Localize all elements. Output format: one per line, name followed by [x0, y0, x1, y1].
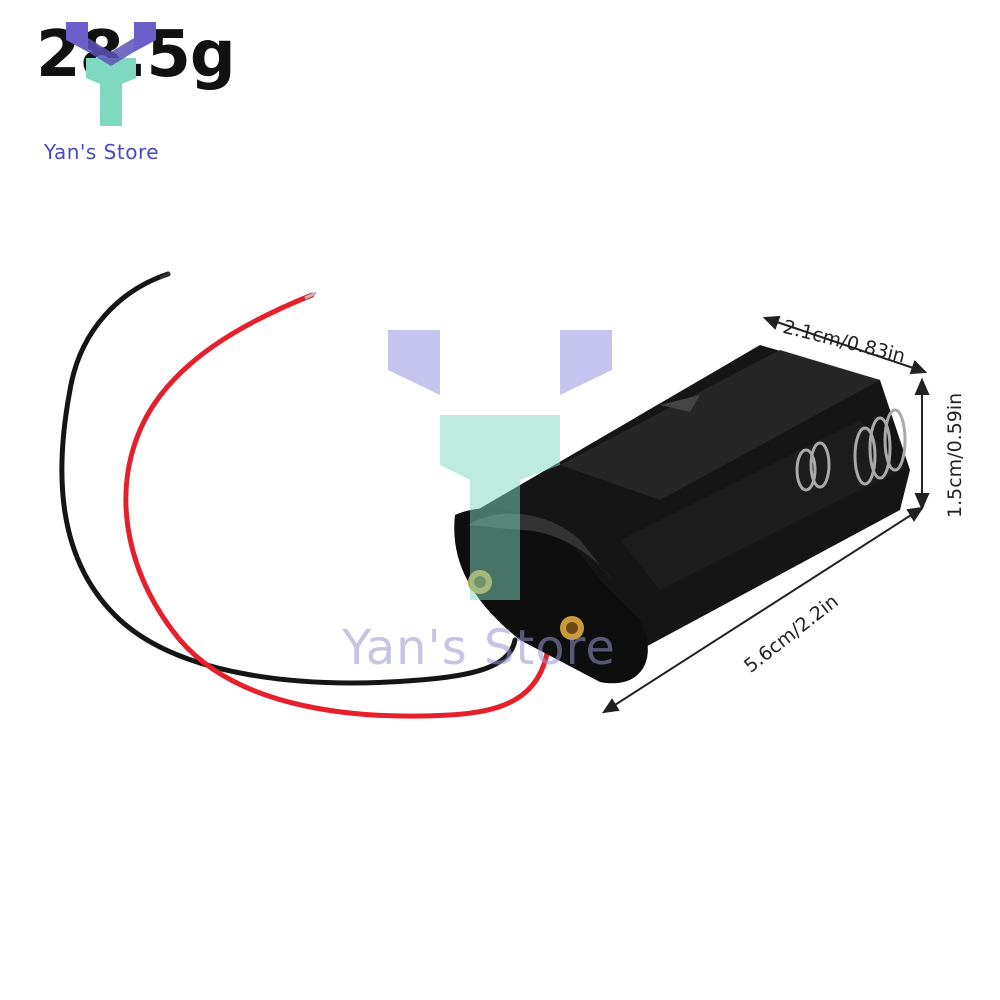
black-wire — [59, 271, 518, 686]
dimension-arrows — [601, 315, 930, 714]
store-logo — [66, 22, 156, 126]
spring-contacts — [795, 408, 907, 492]
watermark-text: Yan's Store — [342, 620, 616, 676]
height-dimension-label: 1.5cm/0.59in — [944, 392, 966, 518]
store-name: Yan's Store — [44, 140, 160, 164]
red-wire — [123, 292, 551, 719]
watermark-logo — [388, 330, 612, 600]
